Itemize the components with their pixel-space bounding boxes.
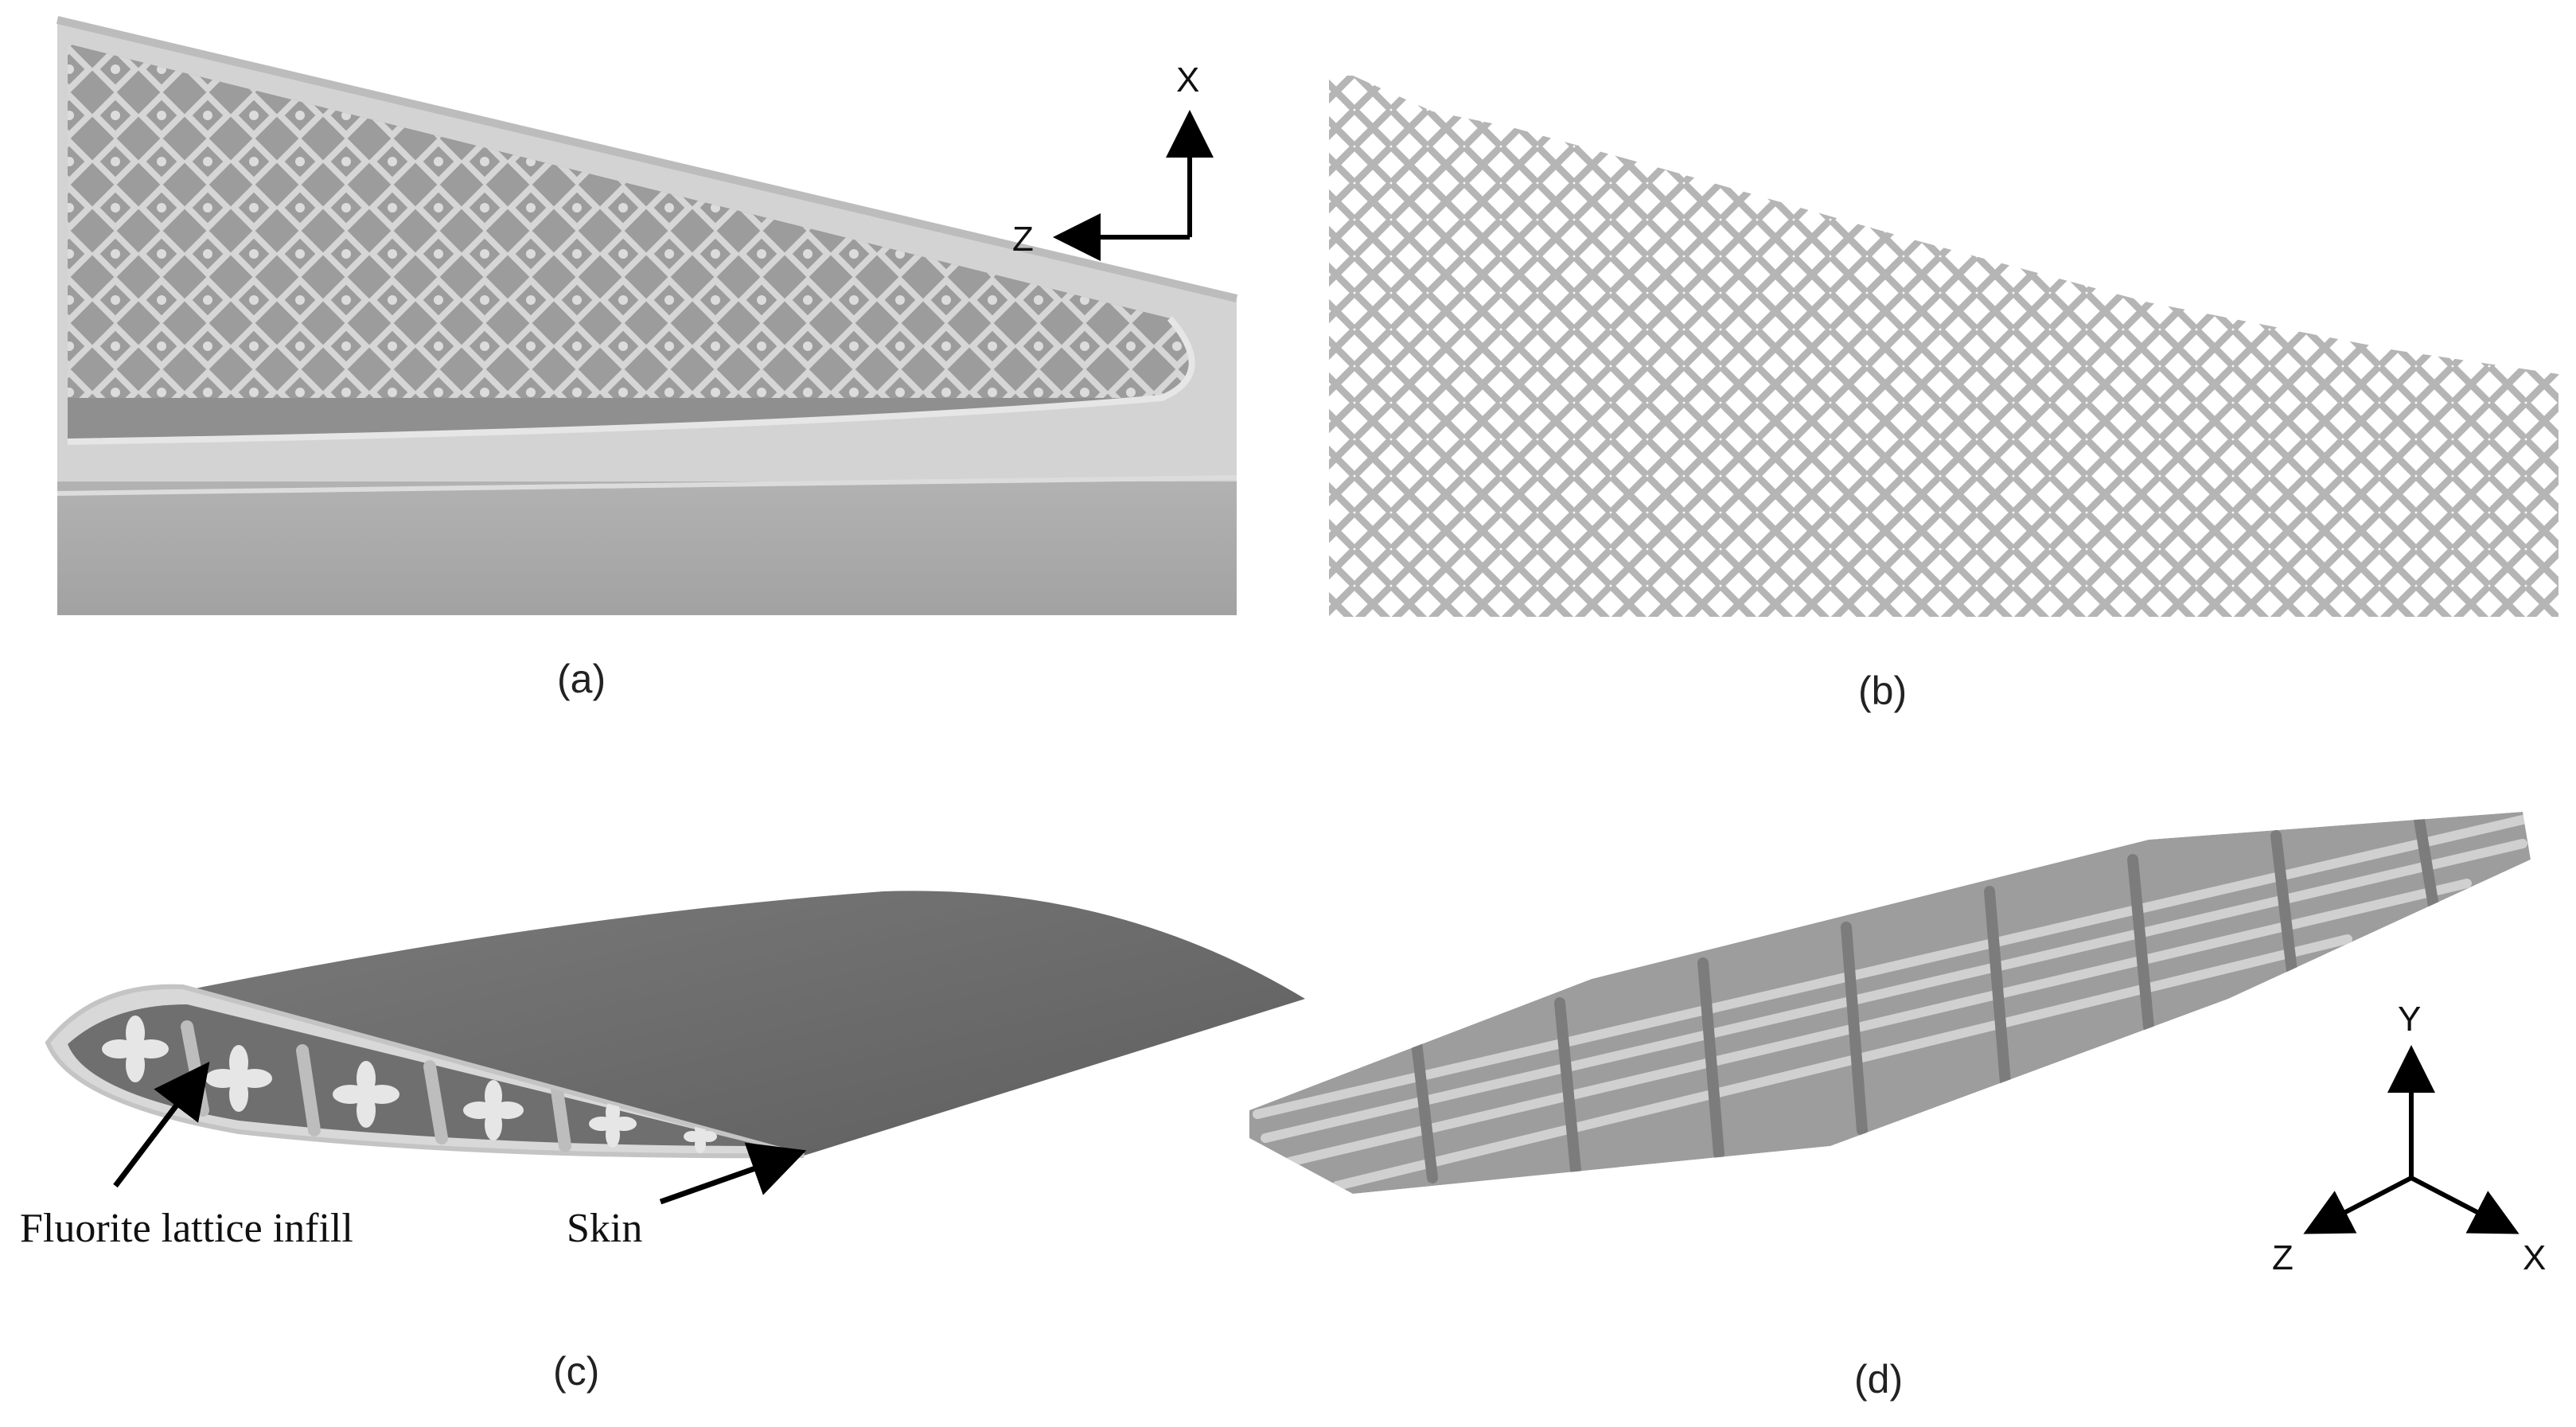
panel-a: X Z (a): [56, 16, 1238, 701]
panel-d-axes: Y Z X: [2272, 1000, 2546, 1277]
infill-label: Fluorite lattice infill: [20, 1206, 353, 1251]
panel-c-skin: [183, 891, 1305, 1156]
panel-d-caption: (d): [1854, 1357, 1903, 1402]
panel-b-lattice: [1329, 76, 2558, 617]
skin-label: Skin: [567, 1206, 642, 1251]
panel-a-axes: X Z: [1012, 60, 1214, 261]
panel-c-lattice: [68, 1004, 764, 1153]
axis-z-label-a: Z: [1012, 220, 1034, 259]
axis-x-label-d: X: [2523, 1238, 2546, 1277]
panel-c: Fluorite lattice infill Skin (c): [20, 891, 1305, 1394]
skin-arrow: [659, 1142, 807, 1205]
panel-c-caption: (c): [553, 1349, 599, 1394]
panel-a-caption: (a): [557, 657, 606, 701]
panel-a-base: [57, 482, 1237, 615]
axis-y-label-d: Y: [2398, 1000, 2421, 1039]
axis-x-label-a: X: [1176, 60, 1199, 99]
panel-d: Y Z X (d): [1249, 812, 2546, 1402]
panel-b: (b): [1329, 76, 2558, 713]
infill-arrow: [113, 1061, 210, 1188]
panel-d-lattice: [1249, 812, 2531, 1194]
axis-z-label-d: Z: [2272, 1238, 2293, 1277]
panel-b-caption: (b): [1858, 669, 1907, 713]
